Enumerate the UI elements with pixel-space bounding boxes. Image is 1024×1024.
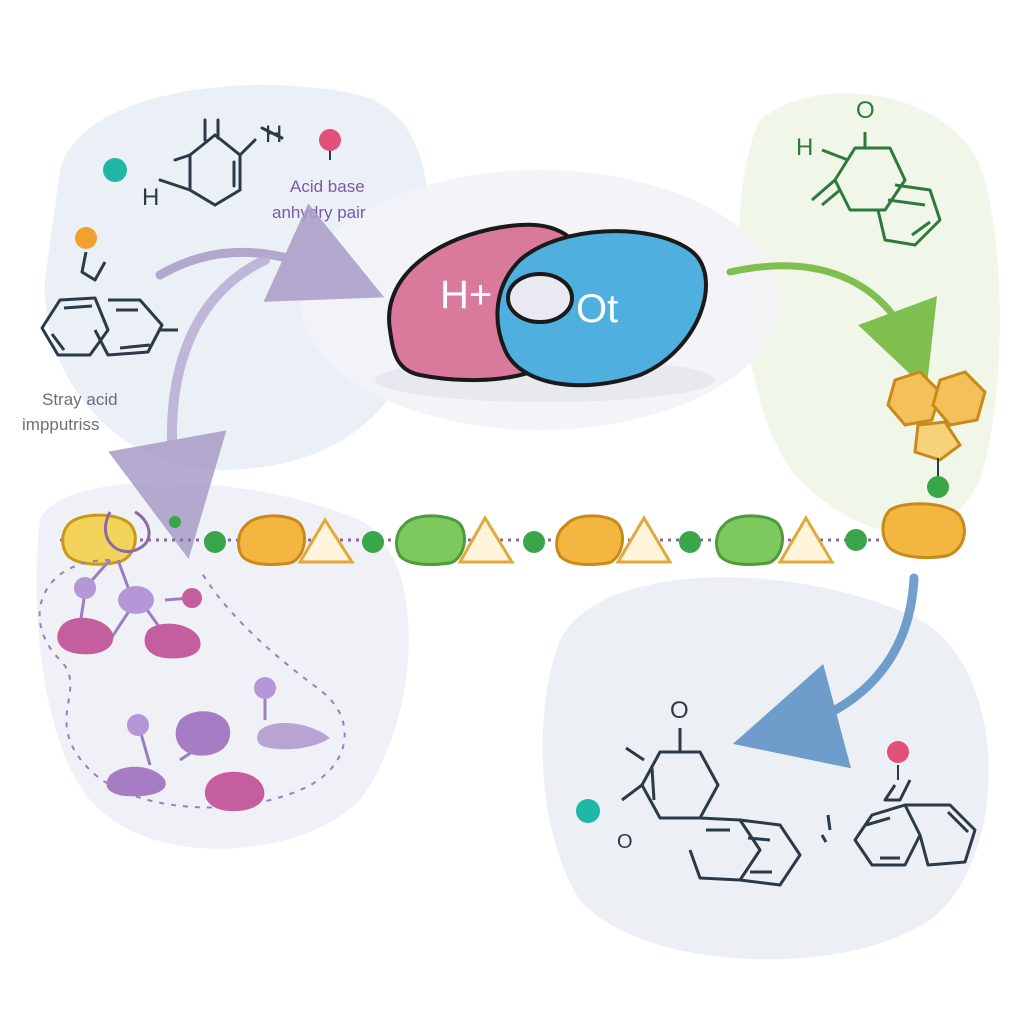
impurity-atom-4 bbox=[127, 714, 149, 736]
cation-label: H+ bbox=[440, 273, 492, 317]
chain-atom-2 bbox=[362, 531, 384, 553]
hydrogen-label-top: H bbox=[265, 121, 282, 148]
background-washes bbox=[36, 84, 1000, 960]
teal-atom bbox=[103, 158, 127, 182]
wash-right-bottom bbox=[542, 577, 989, 960]
cluster-link-atom bbox=[927, 476, 949, 498]
impurity-blob-1 bbox=[57, 617, 114, 655]
green-hydrogen-label: H bbox=[796, 134, 813, 161]
gold-cluster bbox=[886, 370, 987, 462]
chain-unit-3 bbox=[297, 517, 355, 564]
bottom-oxygen-small-label: O bbox=[617, 831, 633, 853]
chain-unit-1 bbox=[61, 513, 137, 566]
chain-atom-5 bbox=[845, 529, 867, 551]
chain-unit-8 bbox=[715, 514, 784, 566]
anhydride-pair-label-line2: anhydry pair bbox=[272, 203, 366, 222]
chain-unit-10 bbox=[881, 502, 966, 560]
impurity-network bbox=[38, 559, 346, 812]
chain-start-loop bbox=[103, 510, 151, 554]
anion-blob bbox=[495, 229, 708, 388]
chain-unit-6 bbox=[555, 514, 624, 566]
impurity-blob-2 bbox=[144, 623, 201, 659]
arrow-to-product-bottom bbox=[732, 573, 919, 769]
chain-atom-start bbox=[169, 516, 181, 528]
wash-left-bottom bbox=[36, 482, 409, 849]
arrow-to-chain bbox=[108, 255, 270, 560]
impurity-atom-3 bbox=[254, 677, 276, 699]
green-product-molecule bbox=[811, 132, 942, 247]
chain-atom-1 bbox=[204, 531, 226, 553]
hydrogen-label-left: H bbox=[142, 184, 159, 211]
bottom-teal-atom bbox=[576, 799, 600, 823]
bottom-oxygen-label: O bbox=[670, 697, 689, 724]
ion-pair: H+ Ot bbox=[375, 222, 715, 402]
bicyclic-pink-atom bbox=[887, 741, 909, 763]
impurity-blob-3 bbox=[175, 711, 231, 756]
stray-impurities-label-line1: Stray acid bbox=[42, 390, 118, 409]
ketone-product bbox=[621, 728, 802, 887]
anhydride-molecule bbox=[158, 118, 284, 207]
impurity-node-1 bbox=[118, 586, 154, 614]
impurity-molecule bbox=[40, 251, 178, 357]
bicyclic-product bbox=[820, 779, 977, 867]
chain-atom-4 bbox=[679, 531, 701, 553]
anhydride-pair-label-line1: Acid base bbox=[290, 177, 365, 196]
polymer-chain bbox=[60, 502, 966, 566]
anion-label: Ot bbox=[576, 287, 618, 331]
impurity-blob-5 bbox=[106, 766, 166, 797]
green-oxygen-label: O bbox=[856, 97, 875, 124]
stray-impurities-label-line2: impputriss bbox=[22, 415, 99, 434]
chain-unit-2 bbox=[237, 514, 306, 566]
pink-atom bbox=[319, 129, 341, 151]
impurity-blob-6 bbox=[204, 771, 265, 812]
chain-unit-4 bbox=[395, 514, 466, 566]
chain-unit-9 bbox=[777, 515, 835, 564]
orange-atom bbox=[75, 227, 97, 249]
arrow-to-product-top bbox=[726, 262, 937, 390]
chain-unit-5 bbox=[457, 515, 515, 564]
chain-unit-7 bbox=[615, 515, 673, 564]
ion-pair-core bbox=[506, 272, 574, 324]
chain-atom-3 bbox=[523, 531, 545, 553]
impurity-blob-4 bbox=[257, 723, 330, 750]
impurity-atom-2 bbox=[182, 588, 202, 608]
impurity-atom-1 bbox=[74, 577, 96, 599]
arrow-to-ion-pair bbox=[155, 203, 385, 302]
impurity-dashed-boundary bbox=[38, 559, 346, 809]
